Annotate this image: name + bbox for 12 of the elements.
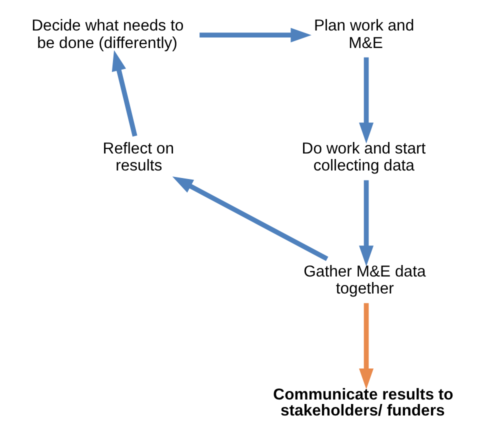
node-text: Plan work and M&E (314, 18, 414, 52)
arrow (112, 50, 138, 137)
node-text: Do work and start collecting data (302, 140, 426, 175)
arrow (359, 303, 374, 390)
arrow (200, 28, 312, 42)
arrow (172, 176, 328, 262)
node-text: Decide what needs to be done (differently) (32, 18, 184, 52)
node-text: Reflect on results (102, 140, 174, 175)
arrow (359, 180, 374, 266)
node-text: Gather M&E data together (304, 264, 426, 298)
node-text: Communicate results to stakeholders/ funders (273, 386, 454, 420)
arrow (359, 57, 374, 144)
